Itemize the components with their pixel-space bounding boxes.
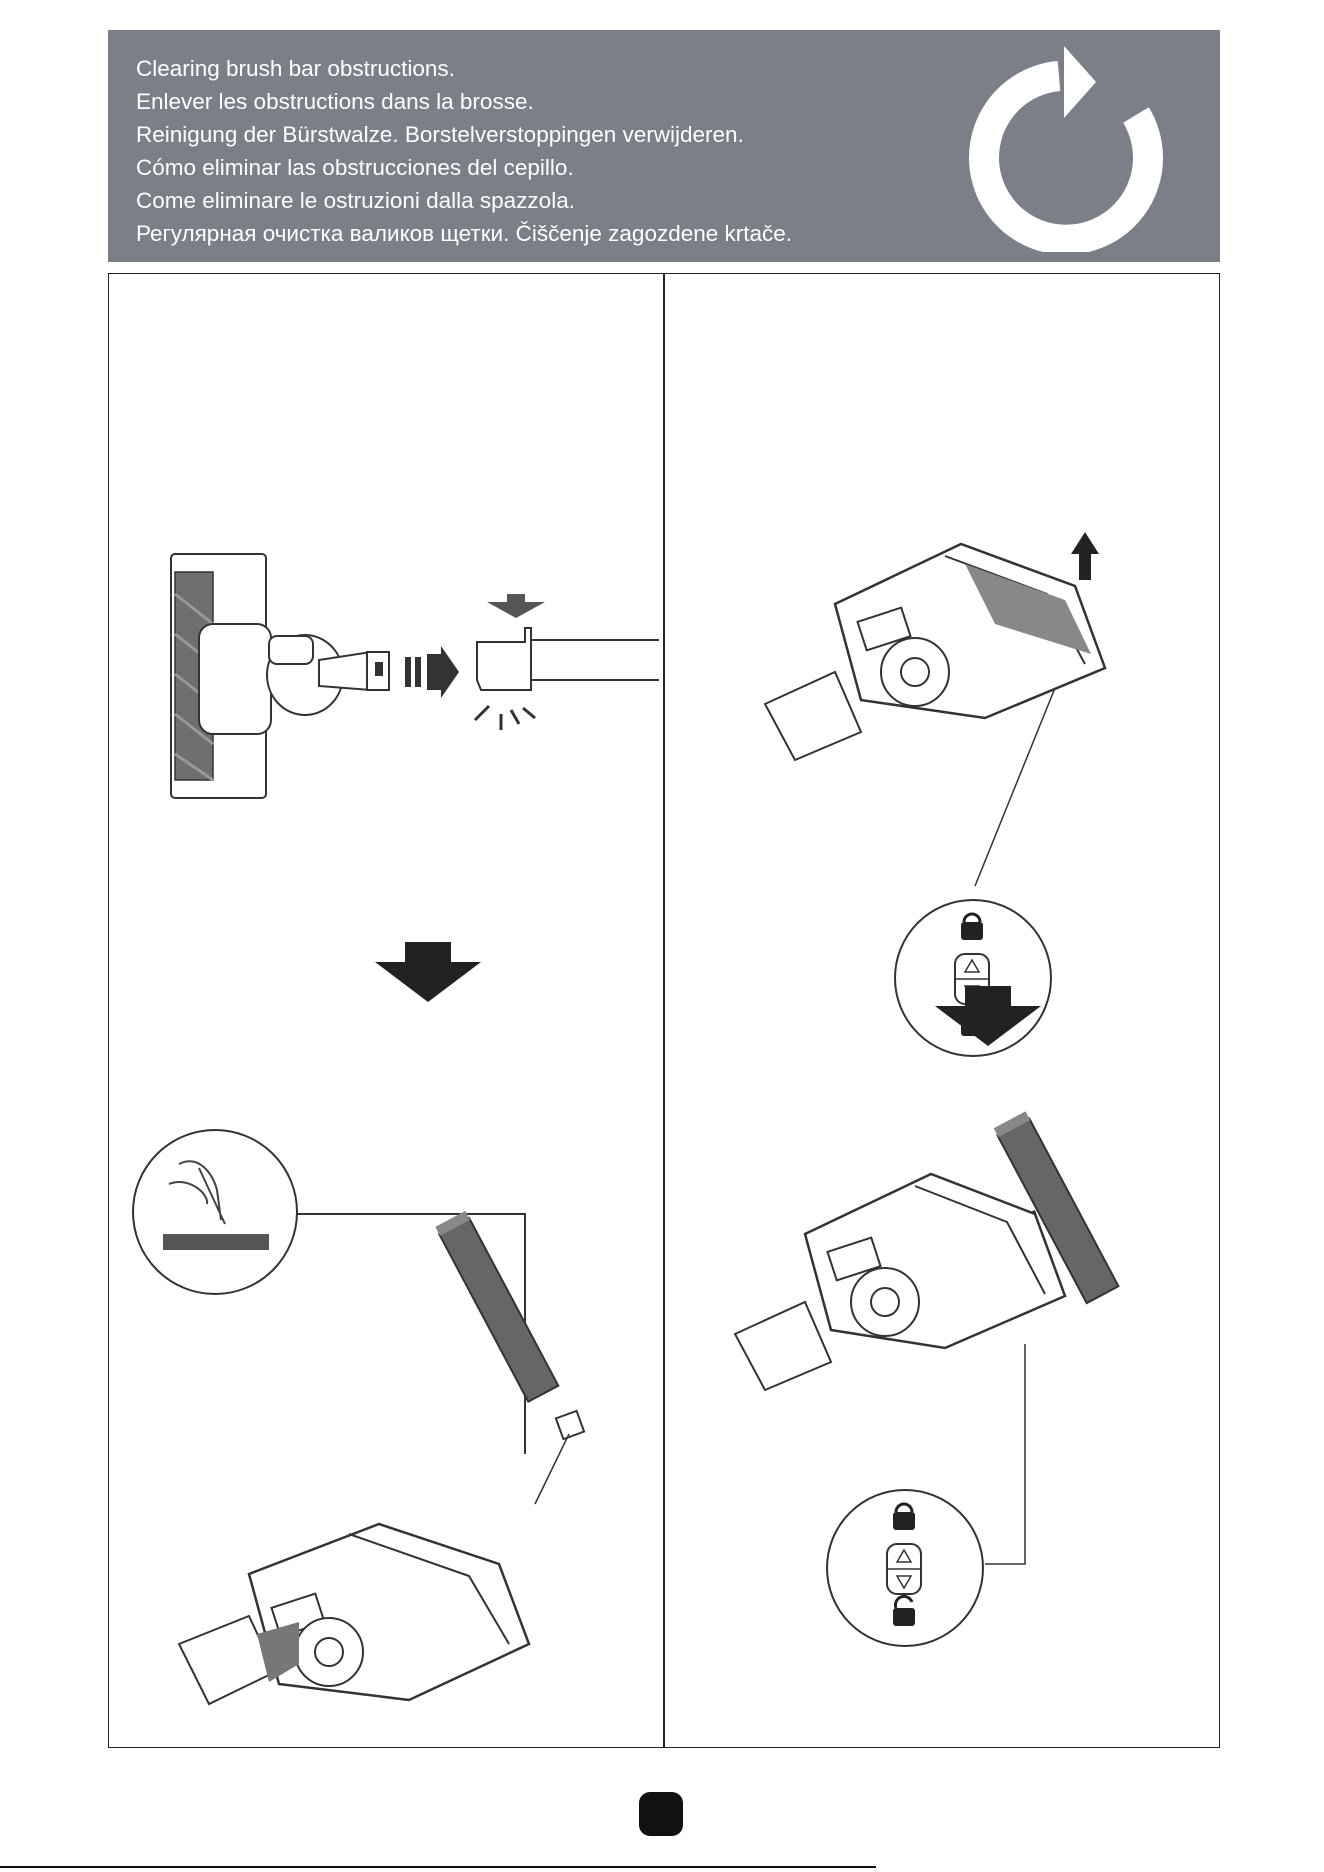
brush-removal-illustration <box>129 1124 649 1714</box>
footer-rule <box>0 1866 876 1868</box>
page-number-badge <box>639 1792 683 1836</box>
floor-head-detach-illustration <box>159 554 669 814</box>
header-line-en: Clearing brush bar obstructions. <box>136 52 792 85</box>
header-line-es: Cómo eliminar las obstrucciones del cepi… <box>136 151 792 184</box>
header-line-fr: Enlever les obstructions dans la brosse. <box>136 85 792 118</box>
step-panel-left <box>108 273 664 1748</box>
next-step-arrow-icon <box>375 942 481 1002</box>
header-banner: Clearing brush bar obstructions. Enlever… <box>108 30 1220 262</box>
unlock-end-cap-illustration <box>765 504 1125 1024</box>
header-line-ru-sl: Регулярная очистка валиков щетки. Čiščen… <box>136 217 792 250</box>
refresh-cycle-icon <box>946 42 1166 252</box>
reinsert-brush-illustration <box>735 1074 1155 1634</box>
header-line-de-nl: Reinigung der Bürstwalze. Borstelverstop… <box>136 118 792 151</box>
step-panel-right <box>664 273 1220 1748</box>
header-line-it: Come eliminare le ostruzioni dalla spazz… <box>136 184 792 217</box>
header-text-lines: Clearing brush bar obstructions. Enlever… <box>136 52 792 250</box>
next-step-arrow-icon <box>935 986 1041 1046</box>
